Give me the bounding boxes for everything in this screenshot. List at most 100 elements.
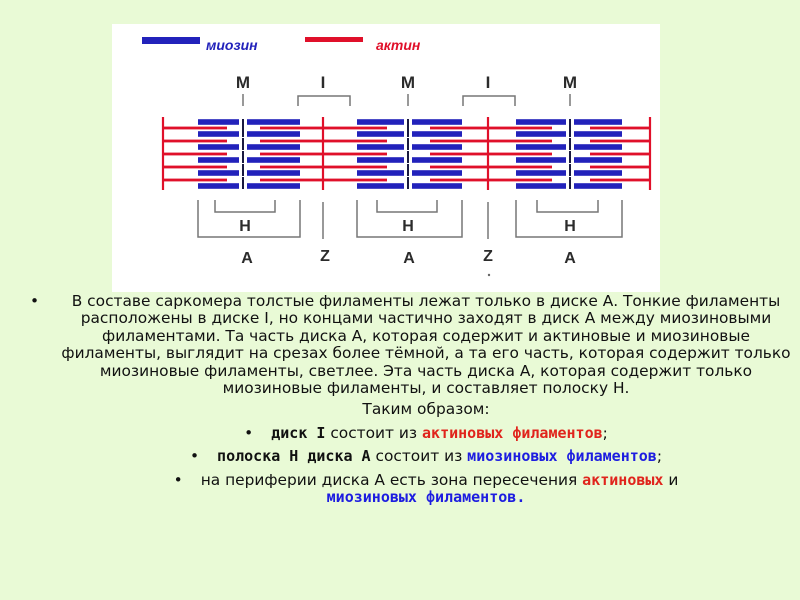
m-line-tick bbox=[569, 144, 571, 150]
actin-filament bbox=[260, 165, 387, 169]
actin-filament bbox=[163, 165, 227, 169]
actin-filament bbox=[430, 152, 552, 156]
bullet-dot-icon: • bbox=[30, 292, 40, 310]
actin-filament bbox=[590, 178, 650, 182]
z-lines bbox=[161, 117, 652, 190]
actin-filaments bbox=[163, 126, 650, 182]
m-line-tick bbox=[242, 170, 244, 176]
myosin-filament bbox=[357, 157, 404, 163]
m-line-tick bbox=[242, 144, 244, 150]
label-h-3: H bbox=[564, 218, 576, 235]
label-m-2: M bbox=[401, 73, 415, 92]
thus-line: Таким образом: bbox=[362, 400, 490, 419]
m-line-markers bbox=[242, 119, 571, 189]
bullet-paragraph: • В составе саркомера толстые филаменты … bbox=[22, 292, 794, 397]
m-line-tick bbox=[242, 183, 244, 189]
stray-dot bbox=[487, 273, 491, 277]
myosin-filament bbox=[357, 144, 404, 150]
item1-highlight: актиновых филаментов bbox=[422, 423, 603, 442]
myosin-filament bbox=[247, 183, 300, 189]
bullet-dot-icon: • bbox=[244, 423, 254, 442]
myosin-filaments bbox=[198, 119, 622, 189]
label-h-2: H bbox=[402, 218, 414, 235]
m-line-tick bbox=[407, 131, 409, 137]
label-h-1: H bbox=[239, 218, 251, 235]
m-line-tick bbox=[407, 183, 409, 189]
myosin-filament bbox=[574, 170, 622, 176]
item1-end: ; bbox=[602, 423, 608, 442]
actin-filament bbox=[260, 126, 387, 130]
myosin-filament bbox=[516, 131, 566, 137]
m-line-tick bbox=[569, 151, 571, 157]
m-line-tick bbox=[569, 177, 571, 183]
legend-myosin-swatch bbox=[142, 37, 200, 44]
myosin-filament bbox=[357, 131, 404, 137]
item2-mid: состоит из bbox=[375, 447, 463, 466]
actin-filament bbox=[163, 126, 227, 130]
label-m-1: M bbox=[236, 73, 250, 92]
label-a-2: A bbox=[403, 250, 415, 267]
bullet-dot-icon: • bbox=[189, 447, 200, 466]
bottom-brackets bbox=[197, 200, 623, 239]
myosin-filament bbox=[247, 144, 300, 150]
m-line-tick bbox=[569, 164, 571, 170]
m-line-tick bbox=[242, 151, 244, 157]
actin-filament bbox=[590, 126, 650, 130]
bullet-item-3: • на периферии диска А есть зона пересече… bbox=[22, 470, 794, 507]
myosin-filament bbox=[516, 170, 566, 176]
m-line-tick bbox=[407, 119, 409, 125]
top-brackets bbox=[242, 94, 571, 106]
m-line-tick bbox=[407, 138, 409, 144]
m-line-tick bbox=[569, 119, 571, 125]
actin-filament bbox=[163, 152, 227, 156]
item3-pre: на периферии диска А есть зона пересечен… bbox=[200, 470, 578, 489]
myosin-filament bbox=[412, 183, 462, 189]
m-line-tick bbox=[242, 157, 244, 163]
myosin-filament bbox=[247, 119, 300, 125]
myosin-filament bbox=[198, 144, 239, 150]
m-line-tick bbox=[569, 157, 571, 163]
myosin-filament bbox=[357, 183, 404, 189]
m-line-tick bbox=[242, 119, 244, 125]
item3-highlight-actin: актиновых bbox=[582, 470, 664, 489]
myosin-filament bbox=[516, 157, 566, 163]
bullet-item-2: • полоска Н диска А состоит из миозиновых… bbox=[22, 448, 794, 465]
m-line-tick bbox=[407, 170, 409, 176]
label-a-3: A bbox=[564, 250, 576, 267]
m-line-tick bbox=[569, 183, 571, 189]
actin-filament bbox=[430, 126, 552, 130]
m-line-tick bbox=[569, 138, 571, 144]
myosin-filament bbox=[574, 144, 622, 150]
bullet-item-1: • диск I состоит из актиновых филаментов; bbox=[22, 423, 794, 442]
myosin-filament bbox=[574, 157, 622, 163]
legend-actin-swatch bbox=[305, 37, 363, 42]
m-line-tick bbox=[569, 170, 571, 176]
m-line-tick bbox=[242, 177, 244, 183]
sarcomere-diagram: миозин актин M I M I M H H H bbox=[112, 24, 660, 292]
item3-end: . bbox=[516, 488, 526, 507]
item1-term: диск I bbox=[271, 423, 326, 442]
label-m-3: M bbox=[563, 73, 577, 92]
m-line-tick bbox=[569, 131, 571, 137]
myosin-filament bbox=[198, 157, 239, 163]
m-line-tick bbox=[242, 138, 244, 144]
m-line-tick bbox=[407, 144, 409, 150]
myosin-filament bbox=[412, 144, 462, 150]
myosin-filament bbox=[247, 157, 300, 163]
m-line-tick bbox=[407, 177, 409, 183]
label-i-2: I bbox=[486, 73, 491, 92]
item2-term: полоска Н диска А bbox=[217, 447, 371, 466]
bullet-dot-icon: • bbox=[173, 470, 183, 489]
text-block: • В составе саркомера толстые филаменты … bbox=[22, 292, 794, 512]
label-z-1: Z bbox=[320, 248, 330, 265]
myosin-filament bbox=[574, 183, 622, 189]
myosin-filament bbox=[412, 119, 462, 125]
item2-highlight: миозиновых филаментов bbox=[467, 447, 657, 466]
item1-mid: состоит из bbox=[330, 423, 418, 442]
item3-highlight-myosin: миозиновых филаментов bbox=[326, 488, 517, 507]
m-line-tick bbox=[407, 151, 409, 157]
myosin-filament bbox=[198, 170, 239, 176]
myosin-filament bbox=[412, 131, 462, 137]
myosin-filament bbox=[516, 119, 566, 125]
actin-filament bbox=[590, 165, 650, 169]
